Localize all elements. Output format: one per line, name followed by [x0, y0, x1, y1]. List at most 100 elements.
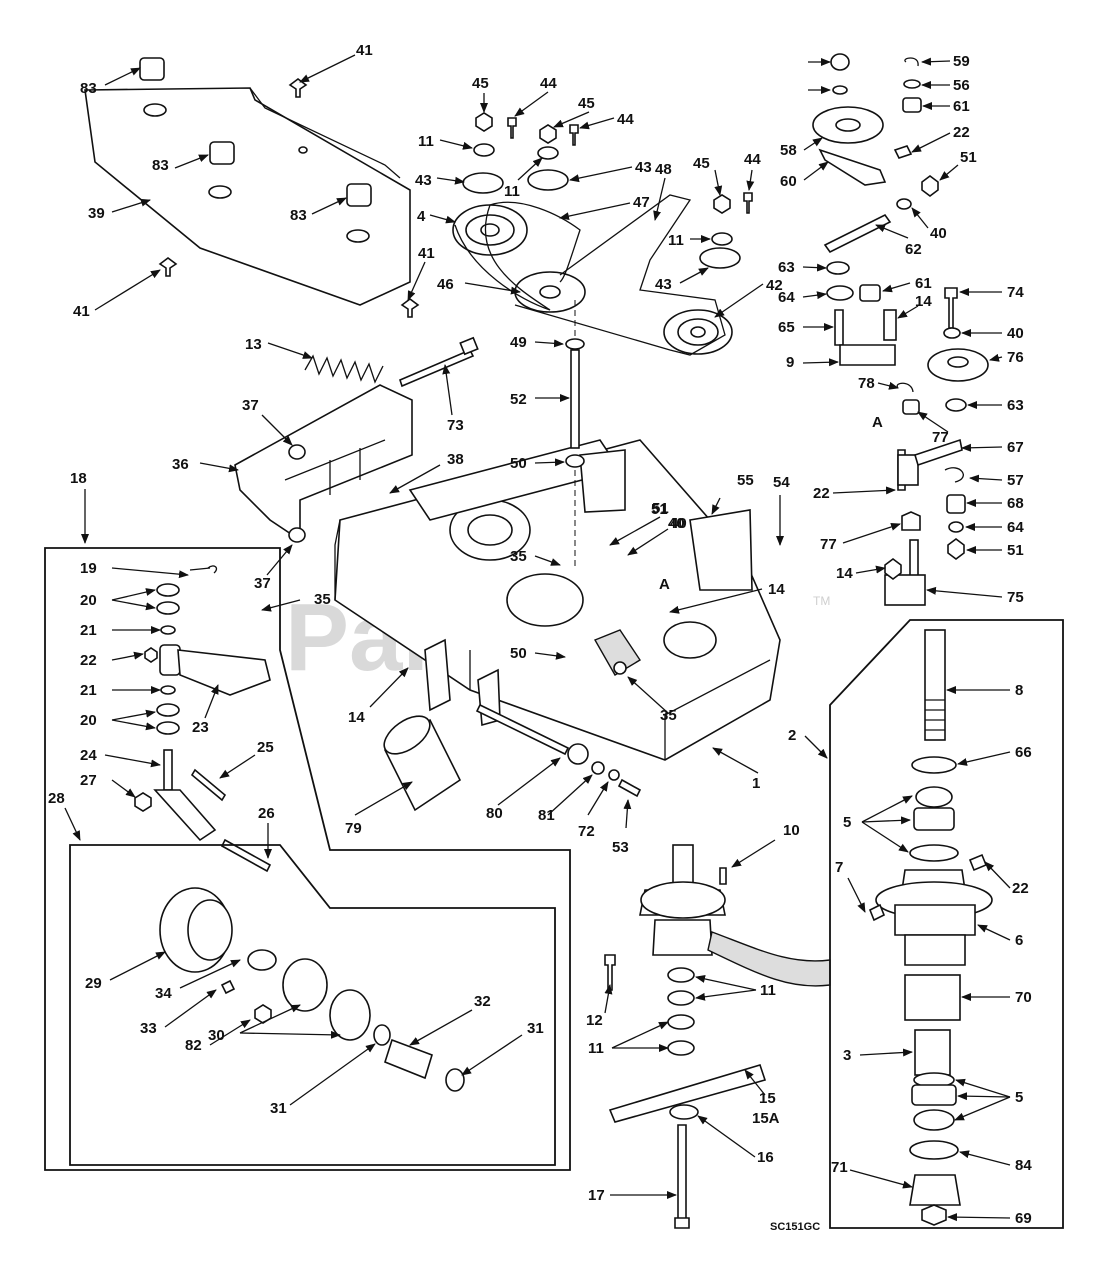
callout-label: 54: [773, 474, 790, 491]
watermark-trademark: TM: [813, 594, 830, 608]
callout-label: 68: [1007, 495, 1024, 512]
callout-label: 1: [752, 775, 760, 792]
idler-bolt: [399, 336, 479, 388]
callout-label: 20: [80, 712, 97, 729]
callout-label: 82: [185, 1037, 202, 1054]
callout-label: 22: [813, 485, 830, 502]
callout-label: 77: [932, 429, 949, 446]
callout-label: 31: [527, 1020, 544, 1037]
center-pulley-46: [514, 271, 586, 313]
callout-label: 51: [651, 501, 668, 518]
callout-label: A: [659, 576, 670, 593]
callout-label: 14: [836, 565, 853, 582]
bolts-44: [507, 117, 753, 214]
callout-label: 70: [1015, 989, 1032, 1006]
callout-label: 44: [617, 111, 634, 128]
idler-bracket: [234, 384, 413, 543]
callout-label: 57: [1007, 472, 1024, 489]
callout-label: 12: [586, 1012, 603, 1029]
callout-label: 59: [953, 53, 970, 70]
callout-label: 40: [930, 225, 947, 242]
callout-label: 58: [780, 142, 797, 159]
callout-label: 60: [780, 173, 797, 190]
callout-label: 73: [447, 417, 464, 434]
callout-labels: 83 41 39 83 83 41 41 13 73 37 36 37 38 4…: [48, 42, 1032, 1233]
callout-label: 37: [254, 575, 271, 592]
tension-spring: [304, 354, 384, 384]
callout-label: 28: [48, 790, 65, 807]
idler-pulleys-43: [462, 169, 741, 269]
callout-label: 50: [510, 455, 527, 472]
deck-housing: [334, 439, 781, 761]
callout-label: 35: [660, 707, 677, 724]
callout-label: 4: [417, 208, 426, 225]
callout-label: 61: [915, 275, 932, 292]
callout-label: 53: [612, 839, 629, 856]
spacers-11-top: [473, 143, 733, 246]
callout-label: 35: [510, 548, 527, 565]
callout-label: 78: [858, 375, 875, 392]
callout-label: 39: [88, 205, 105, 222]
callout-label: 49: [510, 334, 527, 351]
callout-label: 16: [757, 1149, 774, 1166]
drive-pulley-4: [452, 204, 528, 256]
wing-knobs: [158, 78, 420, 318]
callout-label: 11: [504, 183, 520, 200]
callout-label: 64: [1007, 519, 1024, 536]
callout-label: 40: [670, 515, 687, 532]
callout-label: 2: [788, 727, 796, 744]
callout-label: 83: [152, 157, 169, 174]
callout-label: 72: [578, 823, 595, 840]
callout-label: 65: [778, 319, 795, 336]
callout-label: 84: [1015, 1157, 1032, 1174]
callout-label: 5: [1015, 1089, 1023, 1106]
callout-label: 63: [778, 259, 795, 276]
callout-label: 11: [668, 232, 684, 249]
callout-label: 64: [778, 289, 795, 306]
callout-label: 69: [1015, 1210, 1032, 1227]
callout-label: 6: [1015, 932, 1023, 949]
callout-label: 45: [472, 75, 489, 92]
callout-label: 83: [80, 80, 97, 97]
callout-label: 45: [693, 155, 710, 172]
deck-cover-plate: [84, 57, 411, 306]
callout-label: 34: [155, 985, 172, 1002]
callout-label: 29: [85, 975, 102, 992]
callout-label: 17: [588, 1187, 605, 1204]
callout-label: 31: [270, 1100, 287, 1117]
callout-label: 30: [208, 1027, 225, 1044]
callout-label: 5: [843, 814, 851, 831]
callout-label: 7: [835, 859, 843, 876]
callout-label: 38: [447, 451, 464, 468]
callout-label: 11: [588, 1040, 604, 1057]
callout-label: 51: [1007, 542, 1024, 559]
callout-label: 21: [80, 682, 97, 699]
callout-label: 27: [80, 772, 97, 789]
callout-label: 14: [768, 581, 785, 598]
callout-label: 35: [314, 591, 331, 608]
callout-label: 36: [172, 456, 189, 473]
callout-label: 47: [633, 194, 650, 211]
callout-label: 8: [1015, 682, 1023, 699]
callout-label: 37: [242, 397, 259, 414]
callout-label: 66: [1015, 744, 1032, 761]
callout-label: 50: [510, 645, 527, 662]
callout-label: 23: [192, 719, 209, 736]
leader-lines: [64, 54, 1011, 1222]
right-idler-assembly: [812, 53, 989, 606]
callout-label: 32: [474, 993, 491, 1010]
nuts-45: [475, 112, 731, 214]
callout-label: 21: [80, 622, 97, 639]
callout-label: 83: [290, 207, 307, 224]
callout-label: 14: [348, 709, 365, 726]
callout-label: 71: [831, 1159, 848, 1176]
callout-label: 48: [655, 161, 672, 178]
callout-label: 11: [418, 133, 434, 150]
callout-label: 10: [783, 822, 800, 839]
callout-label: 43: [635, 159, 652, 176]
callout-label: 20: [80, 592, 97, 609]
callout-label: 56: [953, 77, 970, 94]
callout-label: 9: [786, 354, 794, 371]
callout-label: 25: [257, 739, 274, 756]
callout-label: 61: [953, 98, 970, 115]
